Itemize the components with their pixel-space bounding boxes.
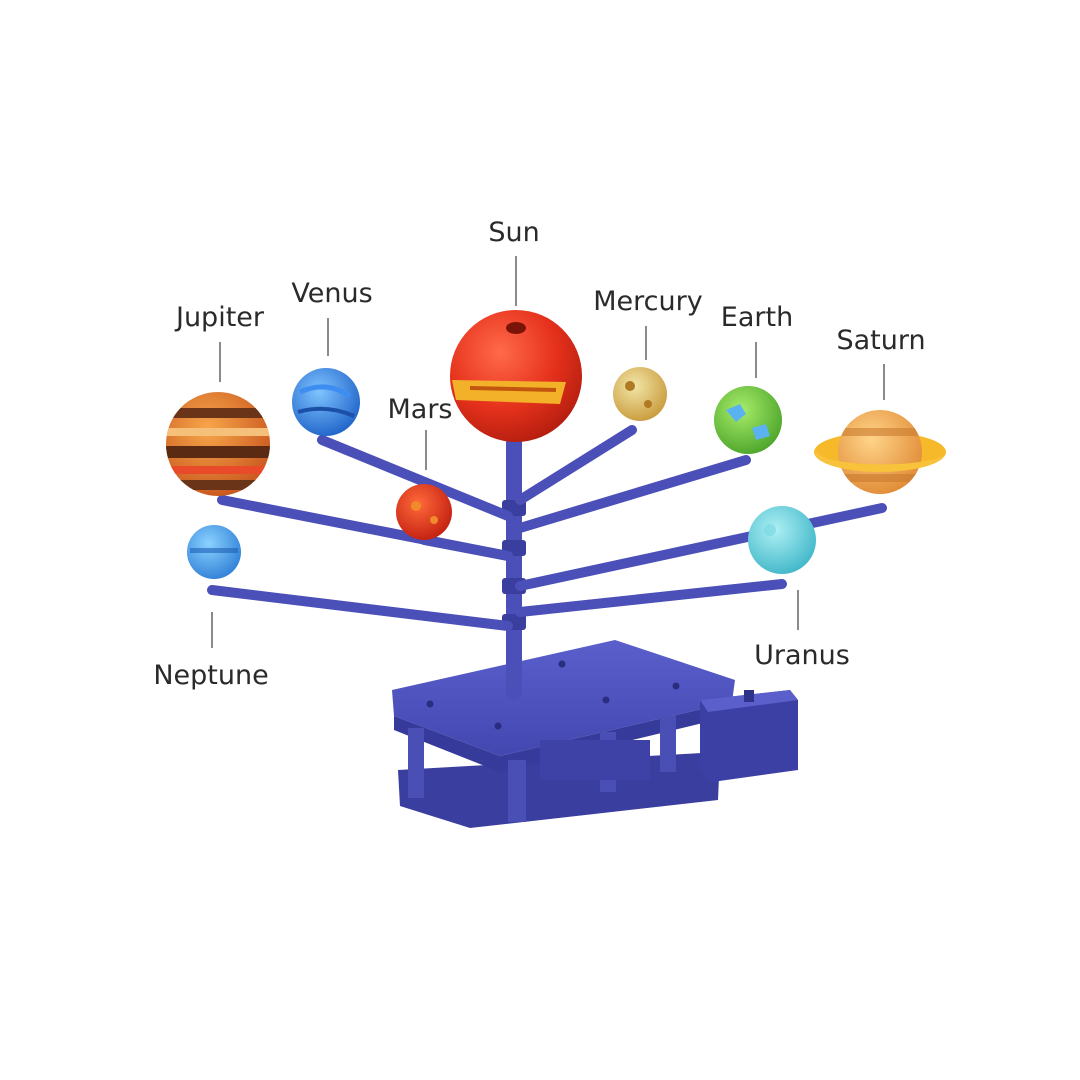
planet-mars — [396, 484, 452, 540]
saturn-ring-front — [814, 452, 946, 472]
rod-mars — [419, 535, 513, 561]
planet-uranus — [748, 506, 816, 574]
rod-venus — [317, 435, 513, 521]
label-earth: Earth — [721, 302, 793, 333]
planet-sun — [450, 310, 582, 442]
rod-mercury — [515, 425, 637, 505]
label-venus: Venus — [291, 278, 372, 309]
base-gear-housing — [540, 740, 650, 780]
planet-earth — [714, 386, 782, 454]
planet-jupiter — [166, 392, 270, 496]
model-base — [392, 640, 798, 828]
battery-box — [700, 690, 798, 782]
label-mars: Mars — [387, 394, 452, 425]
rod-saturn — [515, 503, 887, 591]
screw-hole — [558, 660, 566, 668]
screw-hole — [602, 696, 610, 704]
screw-hole — [494, 722, 502, 730]
rod-uranus — [515, 579, 787, 617]
base-top-edge — [394, 702, 732, 772]
planet-saturn — [814, 410, 946, 494]
label-saturn: Saturn — [836, 325, 925, 356]
screw-hole — [426, 700, 434, 708]
base-leg — [508, 760, 526, 822]
planet-labels: Sun Venus Mercury Jupiter Earth Saturn M… — [153, 217, 925, 691]
planet-neptune — [187, 525, 241, 579]
rod-earth — [515, 455, 751, 533]
label-sun: Sun — [488, 217, 539, 248]
screw-hole — [672, 682, 680, 690]
planet-venus — [292, 368, 360, 436]
label-neptune: Neptune — [153, 660, 268, 691]
leader-lines — [211, 256, 885, 648]
planet-mercury — [613, 367, 667, 421]
label-uranus: Uranus — [754, 640, 850, 671]
label-mercury: Mercury — [593, 286, 702, 317]
base-top-plate — [392, 640, 735, 756]
rod-neptune — [207, 585, 513, 631]
base-leg — [408, 728, 424, 798]
switch — [744, 690, 754, 702]
label-jupiter: Jupiter — [174, 302, 265, 333]
model-frame — [207, 425, 887, 700]
base-leg — [660, 716, 676, 772]
